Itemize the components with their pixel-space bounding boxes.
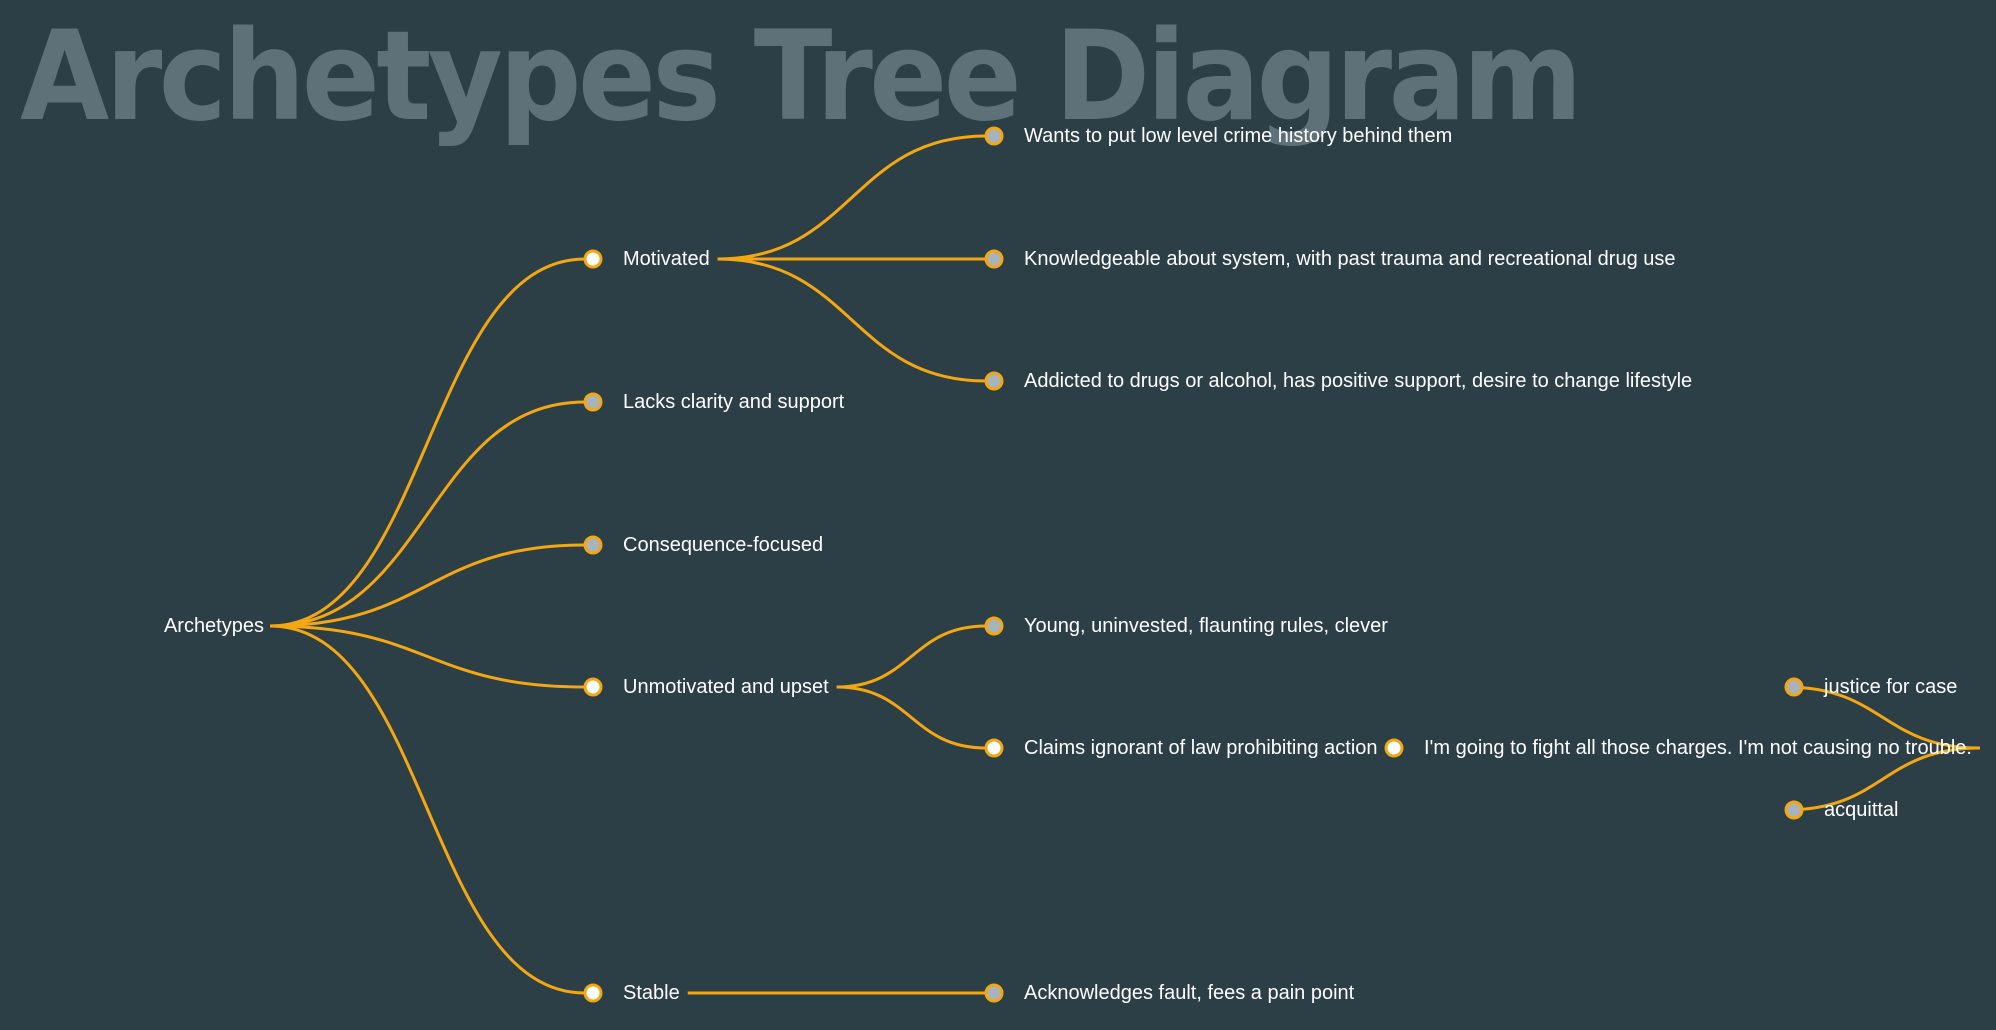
node-label: Claims ignorant of law prohibiting actio…	[1024, 737, 1378, 759]
node-label: Unmotivated and upset	[623, 676, 829, 698]
link-motivated-to-wants-to-put-low-level-crime-history-beh	[717, 134, 987, 261]
node-toggle-consequence-focused[interactable]	[583, 535, 603, 555]
node-toggle-unmotivated-and-upset[interactable]	[583, 677, 603, 697]
node-unmotivated-and-upset[interactable]: Unmotivated and upset	[583, 676, 829, 698]
node-toggle-acquittal[interactable]	[1784, 800, 1804, 820]
node-label: Motivated	[623, 248, 710, 270]
node-toggle-knowledgeable-about-system-with-past-tra[interactable]	[984, 249, 1004, 269]
node-toggle-motivated[interactable]	[583, 249, 603, 269]
node-toggle-lacks-clarity-and-support[interactable]	[583, 392, 603, 412]
link-i-m-going-to-fight-all-those-charges-i-m-to-acquittal	[1785, 746, 1980, 812]
link-unmotivated-and-upset-to-young-uninvested-flaunting-rules-clever	[836, 624, 987, 689]
link-archetypes-to-lacks-clarity-and-support	[269, 400, 586, 628]
node-toggle-addicted-to-drugs-or-alcohol-has-positiv[interactable]	[984, 371, 1004, 391]
tree-links	[269, 134, 1980, 995]
node-toggle-justice-for-case[interactable]	[1784, 677, 1804, 697]
node-i-m-going-to-fight-all-those-charges-i-m[interactable]: I'm going to fight all those charges. I'…	[1384, 737, 1972, 759]
node-toggle-stable[interactable]	[583, 983, 603, 1003]
node-label: Addicted to drugs or alcohol, has positi…	[1024, 370, 1692, 392]
node-consequence-focused[interactable]: Consequence-focused	[583, 534, 823, 556]
node-label: Archetypes	[164, 615, 264, 637]
node-addicted-to-drugs-or-alcohol-has-positiv[interactable]: Addicted to drugs or alcohol, has positi…	[984, 370, 1692, 392]
node-young-uninvested-flaunting-rules-clever[interactable]: Young, uninvested, flaunting rules, clev…	[984, 615, 1388, 637]
link-archetypes-to-unmotivated-and-upset	[269, 624, 586, 689]
node-label: Knowledgeable about system, with past tr…	[1024, 248, 1676, 270]
node-justice-for-case[interactable]: justice for case	[1784, 676, 1957, 698]
link-archetypes-to-motivated	[269, 257, 586, 628]
node-motivated[interactable]: Motivated	[583, 248, 710, 270]
node-label: I'm going to fight all those charges. I'…	[1424, 737, 1972, 759]
node-toggle-wants-to-put-low-level-crime-history-beh[interactable]	[984, 126, 1004, 146]
link-i-m-going-to-fight-all-those-charges-i-m-to-justice-for-case	[1785, 685, 1980, 750]
node-lacks-clarity-and-support[interactable]: Lacks clarity and support	[583, 391, 845, 413]
node-label: Young, uninvested, flaunting rules, clev…	[1024, 615, 1388, 637]
node-acquittal[interactable]: acquittal	[1784, 799, 1899, 821]
node-label: acquittal	[1824, 799, 1899, 821]
node-toggle-young-uninvested-flaunting-rules-clever[interactable]	[984, 616, 1004, 636]
node-toggle-acknowledges-fault-fees-a-pain-point[interactable]	[984, 983, 1004, 1003]
node-label: justice for case	[1823, 676, 1957, 698]
node-stable[interactable]: Stable	[583, 982, 680, 1004]
node-acknowledges-fault-fees-a-pain-point[interactable]: Acknowledges fault, fees a pain point	[984, 982, 1355, 1004]
link-archetypes-to-consequence-focused	[269, 543, 586, 628]
node-label: Acknowledges fault, fees a pain point	[1024, 982, 1355, 1004]
tree-nodes: Archetypes Motivated Wants to put low leve…	[164, 125, 1972, 1004]
node-toggle-claims-ignorant-of-law-prohibiting-actio[interactable]	[984, 738, 1004, 758]
page-title: Archetypes Tree Diagram	[20, 5, 1583, 149]
node-archetypes[interactable]: Archetypes	[164, 615, 264, 637]
node-knowledgeable-about-system-with-past-tra[interactable]: Knowledgeable about system, with past tr…	[984, 248, 1676, 270]
link-unmotivated-and-upset-to-claims-ignorant-of-law-prohibiting-actio	[836, 685, 987, 750]
node-label: Consequence-focused	[623, 534, 823, 556]
node-wants-to-put-low-level-crime-history-beh[interactable]: Wants to put low level crime history beh…	[984, 125, 1452, 147]
node-label: Wants to put low level crime history beh…	[1024, 125, 1452, 147]
link-archetypes-to-stable	[269, 624, 586, 995]
link-motivated-to-addicted-to-drugs-or-alcohol-has-positiv	[717, 257, 987, 383]
node-label: Lacks clarity and support	[623, 391, 845, 413]
node-toggle-i-m-going-to-fight-all-those-charges-i-m[interactable]	[1384, 738, 1404, 758]
node-claims-ignorant-of-law-prohibiting-actio[interactable]: Claims ignorant of law prohibiting actio…	[984, 737, 1378, 759]
node-label: Stable	[623, 982, 680, 1004]
